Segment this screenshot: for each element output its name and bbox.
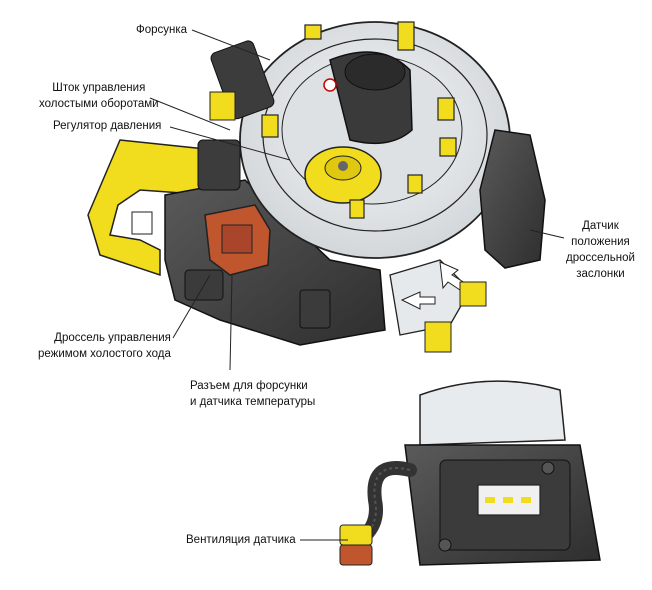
temperature-sensor — [339, 380, 601, 566]
fuel-fittings — [389, 259, 487, 353]
throttle-sensor — [479, 129, 546, 269]
label-sensor-vent: Вентиляция датчика — [186, 534, 296, 546]
label-idle-stem: Шток управления холостыми оборотами — [39, 82, 159, 110]
label-injector: Форсунка — [136, 24, 188, 36]
leader-lines — [149, 29, 565, 541]
bolts — [261, 21, 457, 219]
label-connector: Разъем для форсунки и датчика температур… — [190, 380, 316, 408]
label-pressure-regulator: Регулятор давления — [53, 120, 162, 132]
label-throttle-sensor: Датчик положения дроссельной заслонки — [566, 220, 635, 280]
throttle-body-assembly — [87, 21, 546, 353]
label-idle-throttle: Дроссель управления режимом холостого хо… — [38, 332, 171, 360]
